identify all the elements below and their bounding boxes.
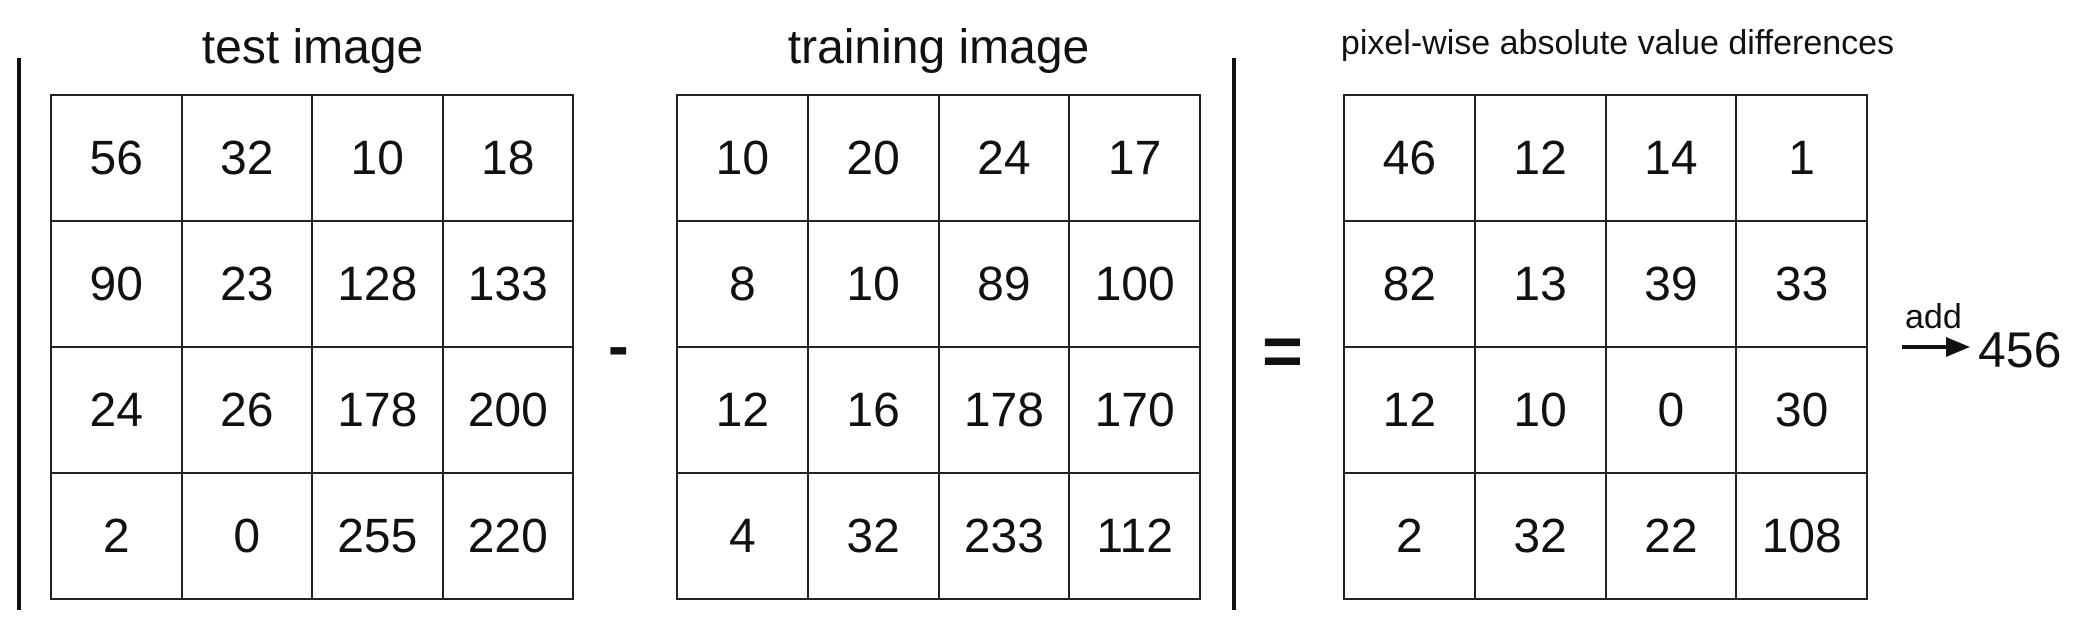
pixel-cell: 20 (806, 94, 940, 222)
pixel-cell: 17 (1068, 94, 1201, 222)
pixel-cell: 10 (806, 220, 940, 348)
pixel-cell: 233 (937, 472, 1071, 600)
pixel-cell: 10 (676, 94, 809, 222)
pixel-cell: 33 (1735, 220, 1868, 348)
pixel-cell: 4 (676, 472, 809, 600)
pixel-cell: 178 (937, 346, 1071, 474)
pixel-cell: 12 (1473, 94, 1607, 222)
pixel-cell: 0 (180, 472, 313, 600)
pixel-cell: 18 (441, 94, 574, 222)
pixel-cell: 56 (50, 94, 183, 222)
pixel-cell: 13 (1473, 220, 1607, 348)
difference-image-title: pixel-wise absolute value differences (1340, 24, 1895, 62)
pixel-cell: 30 (1735, 346, 1868, 474)
pixel-cell: 178 (311, 346, 444, 474)
pixel-cell: 220 (441, 472, 574, 600)
pixel-cell: 2 (50, 472, 183, 600)
pixel-cell: 133 (441, 220, 574, 348)
training-image-title: training image (787, 21, 1090, 74)
pixel-cell: 90 (50, 220, 183, 348)
pixel-cell: 46 (1343, 94, 1476, 222)
minus-operator: - (608, 312, 629, 381)
pixel-cell: 200 (441, 346, 574, 474)
pixel-cell: 12 (1343, 346, 1476, 474)
pixel-cell: 0 (1604, 346, 1738, 474)
pixel-cell: 10 (311, 94, 444, 222)
pixel-cell: 82 (1343, 220, 1476, 348)
pixel-cell: 22 (1604, 472, 1738, 600)
pixel-cell: 255 (311, 472, 444, 600)
pixel-cell: 32 (1473, 472, 1607, 600)
left-separator-line (17, 58, 21, 610)
pixel-cell: 128 (311, 220, 444, 348)
pixel-cell: 32 (806, 472, 940, 600)
test-image-title: test image (201, 21, 424, 74)
sum-result: 456 (1978, 322, 2062, 378)
pixel-cell: 108 (1735, 472, 1868, 600)
pixel-cell: 39 (1604, 220, 1738, 348)
equals-operator: = (1262, 312, 1303, 390)
pixel-cell: 100 (1068, 220, 1201, 348)
pixel-cell: 12 (676, 346, 809, 474)
pixel-cell: 24 (50, 346, 183, 474)
pixel-cell: 2 (1343, 472, 1476, 600)
pixel-cell: 8 (676, 220, 809, 348)
pixel-cell: 16 (806, 346, 940, 474)
pixel-cell: 24 (937, 94, 1071, 222)
add-label: add (1905, 298, 1962, 336)
pixel-cell: 1 (1735, 94, 1868, 222)
pixel-cell: 26 (180, 346, 313, 474)
pixel-cell: 14 (1604, 94, 1738, 222)
pixel-cell: 112 (1068, 472, 1201, 600)
pixel-cell: 10 (1473, 346, 1607, 474)
pixel-cell: 170 (1068, 346, 1201, 474)
pixel-cell: 23 (180, 220, 313, 348)
pixel-cell: 89 (937, 220, 1071, 348)
middle-separator-line (1232, 58, 1236, 610)
right-arrow-icon (1902, 337, 1970, 357)
pixel-cell: 32 (180, 94, 313, 222)
